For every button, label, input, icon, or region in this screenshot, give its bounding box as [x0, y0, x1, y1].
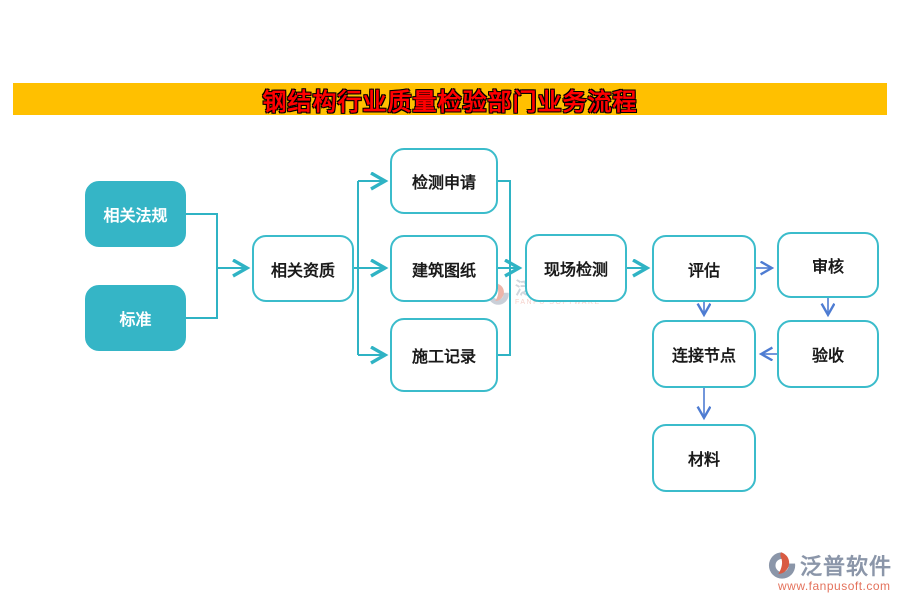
- node-label: 施工记录: [411, 349, 476, 366]
- flow-node-site-inspection: 现场检测: [525, 234, 627, 302]
- blue-flow-lines: [704, 268, 828, 417]
- fanpu-logo-icon: [768, 550, 798, 579]
- footer-logo-name: 泛普软件: [800, 553, 893, 579]
- node-label: 检测申请: [411, 175, 476, 192]
- flow-node-standards: 标准: [85, 285, 186, 351]
- node-label: 建筑图纸: [411, 262, 476, 280]
- page-title: 钢结构行业质量检验部门业务流程: [262, 88, 638, 116]
- watermark-subtitle: FANPU SOFTWARE: [515, 299, 601, 306]
- flow-node-acceptance: 验收: [777, 320, 879, 388]
- flow-node-construction-records: 施工记录: [390, 318, 498, 392]
- flow-node-audit: 审核: [777, 232, 879, 298]
- teal-flow-lines: [186, 181, 646, 355]
- node-label: 材料: [687, 452, 720, 469]
- flow-node-material: 材料: [652, 424, 756, 492]
- node-label: 相关资质: [270, 262, 335, 280]
- flow-node-qualifications: 相关资质: [252, 235, 354, 302]
- footer-logo-url: www.fanpusoft.com: [778, 579, 891, 593]
- node-label: 审核: [811, 259, 844, 276]
- flow-node-test-application: 检测申请: [390, 148, 498, 214]
- node-label: 连接节点: [671, 348, 736, 365]
- footer-logo: 泛普软件 www.fanpusoft.com: [768, 548, 892, 593]
- flow-node-drawings: 建筑图纸: [390, 235, 498, 302]
- node-label: 验收: [811, 348, 844, 365]
- flow-node-laws: 相关法规: [85, 181, 186, 247]
- flow-node-evaluation: 评估: [652, 235, 756, 302]
- title-banner: 钢结构行业质量检验部门业务流程: [13, 83, 887, 116]
- node-label: 现场检测: [543, 262, 608, 279]
- node-label: 标准: [119, 312, 152, 329]
- node-label: 评估: [687, 262, 720, 280]
- flow-node-connection-node: 连接节点: [652, 320, 756, 388]
- node-label: 相关法规: [103, 208, 168, 225]
